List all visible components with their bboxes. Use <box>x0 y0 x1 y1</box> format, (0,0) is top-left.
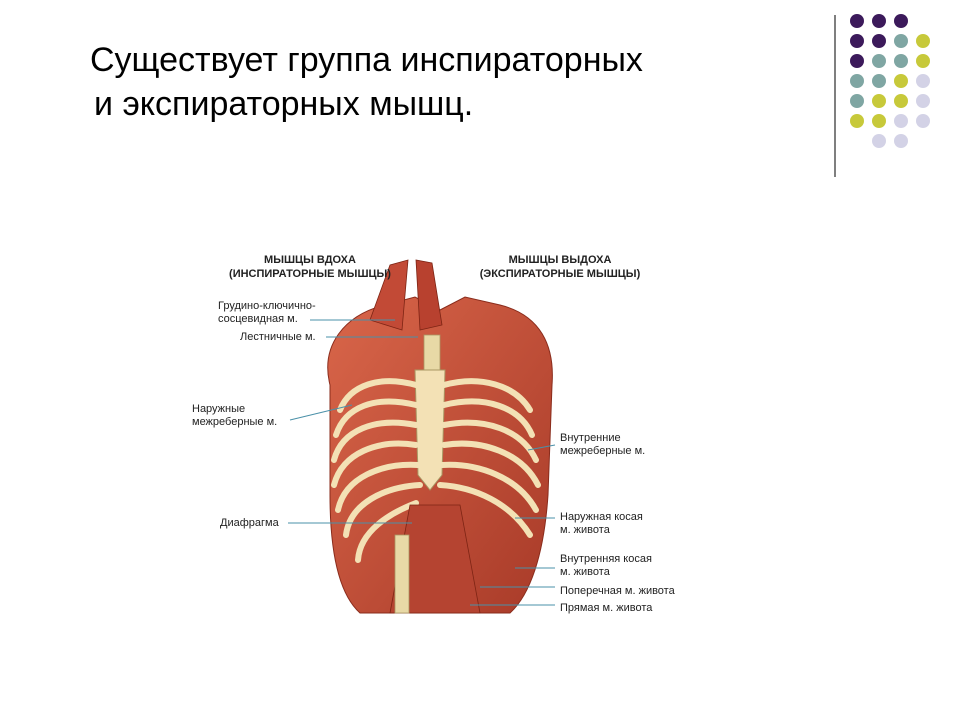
label-internal-intercostal: Внутренние межреберные м. <box>560 432 645 458</box>
neck-muscle-right <box>416 260 442 330</box>
decorative-dot <box>872 74 886 88</box>
label-external-oblique: Наружная косая м. живота <box>560 511 643 537</box>
decorative-dot <box>872 54 886 68</box>
decorative-dot <box>916 114 930 128</box>
spine-lower <box>395 535 409 613</box>
decorative-dot <box>916 34 930 48</box>
title-line-2: и экспираторных мышц. <box>90 82 790 126</box>
decorative-dot <box>872 134 886 148</box>
decorative-dot <box>894 114 908 128</box>
decorative-dot <box>872 34 886 48</box>
slide-title: Существует группа инспираторных и экспир… <box>90 38 790 126</box>
trachea <box>424 335 440 375</box>
label-internal-oblique: Внутренняя косая м. живота <box>560 553 652 579</box>
sternum <box>415 370 445 490</box>
decorative-dot <box>894 34 908 48</box>
decorative-dot <box>916 54 930 68</box>
decorative-dot <box>850 94 864 108</box>
decorative-dot <box>850 34 864 48</box>
decorative-dot <box>850 14 864 28</box>
decorative-dot <box>872 94 886 108</box>
thorax-illustration <box>180 235 740 635</box>
decorative-dot <box>850 114 864 128</box>
decorative-dot <box>872 14 886 28</box>
label-scalene: Лестничные м. <box>240 331 316 344</box>
heading-inspiratory: МЫШЦЫ ВДОХА (ИНСПИРАТОРНЫЕ МЫШЦЫ) <box>210 253 410 281</box>
decorative-dot <box>894 54 908 68</box>
label-sternocleidomastoid: Грудино-ключично- сосцевидная м. <box>218 300 316 326</box>
decorative-dot <box>894 74 908 88</box>
decorative-dot <box>850 74 864 88</box>
label-transverse: Поперечная м. живота <box>560 585 675 598</box>
label-external-intercostal: Наружные межреберные м. <box>192 403 277 429</box>
decorative-dot <box>894 94 908 108</box>
decorative-dot-grid <box>850 14 950 159</box>
vertical-divider <box>834 15 836 177</box>
decorative-dot <box>872 114 886 128</box>
decorative-dot <box>916 74 930 88</box>
decorative-dot <box>894 134 908 148</box>
title-line-1: Существует группа инспираторных <box>90 38 790 82</box>
respiratory-muscles-figure: МЫШЦЫ ВДОХА (ИНСПИРАТОРНЫЕ МЫШЦЫ) МЫШЦЫ … <box>180 235 740 635</box>
decorative-dot <box>916 94 930 108</box>
decorative-dot <box>894 14 908 28</box>
heading-expiratory: МЫШЦЫ ВЫДОХА (ЭКСПИРАТОРНЫЕ МЫШЦЫ) <box>455 253 665 281</box>
decorative-dot <box>850 54 864 68</box>
label-diaphragm: Диафрагма <box>220 517 279 530</box>
label-rectus: Прямая м. живота <box>560 602 652 615</box>
